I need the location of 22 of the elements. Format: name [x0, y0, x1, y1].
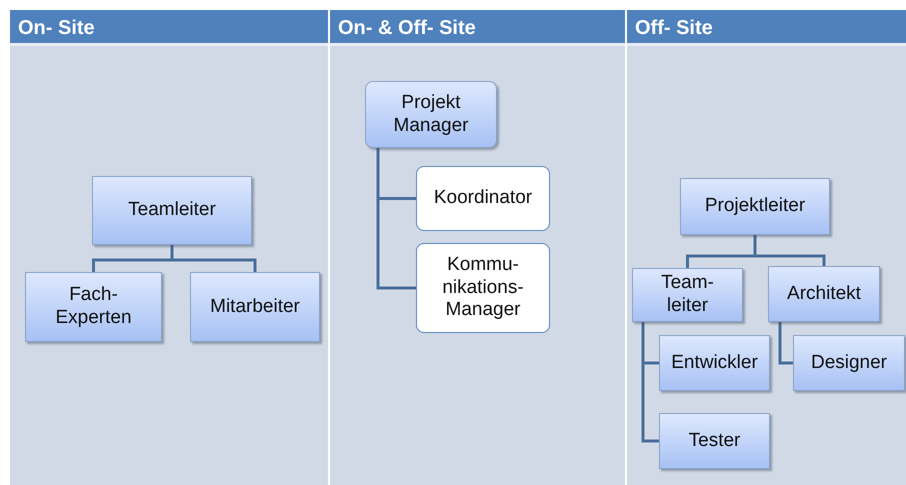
- role-box: Projektleiter: [680, 178, 830, 235]
- column-header: On- & Off- Site: [330, 10, 625, 46]
- connector-line: [754, 235, 826, 266]
- role-box: Entwickler: [659, 335, 770, 391]
- connector-line: [376, 148, 416, 290]
- role-box: Designer: [793, 335, 905, 391]
- role-box: Tester: [659, 413, 770, 469]
- role-box: Teamleiter: [92, 176, 252, 245]
- column-panel: [627, 10, 906, 485]
- column-header: Off- Site: [627, 10, 906, 46]
- role-box: Team- leiter: [632, 268, 743, 322]
- role-box: Mitarbeiter: [190, 272, 320, 342]
- role-box: Projekt Manager: [365, 81, 497, 148]
- connector-line: [170, 245, 256, 272]
- column-panel: [330, 10, 625, 485]
- column-panel: [10, 10, 328, 485]
- role-box: Fach- Experten: [25, 272, 162, 342]
- role-box: Kommu- nikations- Manager: [416, 243, 550, 333]
- column-header: On- Site: [10, 10, 328, 46]
- role-box: Architekt: [768, 266, 880, 322]
- role-box: Koordinator: [416, 166, 550, 231]
- connector-line: [778, 322, 793, 364]
